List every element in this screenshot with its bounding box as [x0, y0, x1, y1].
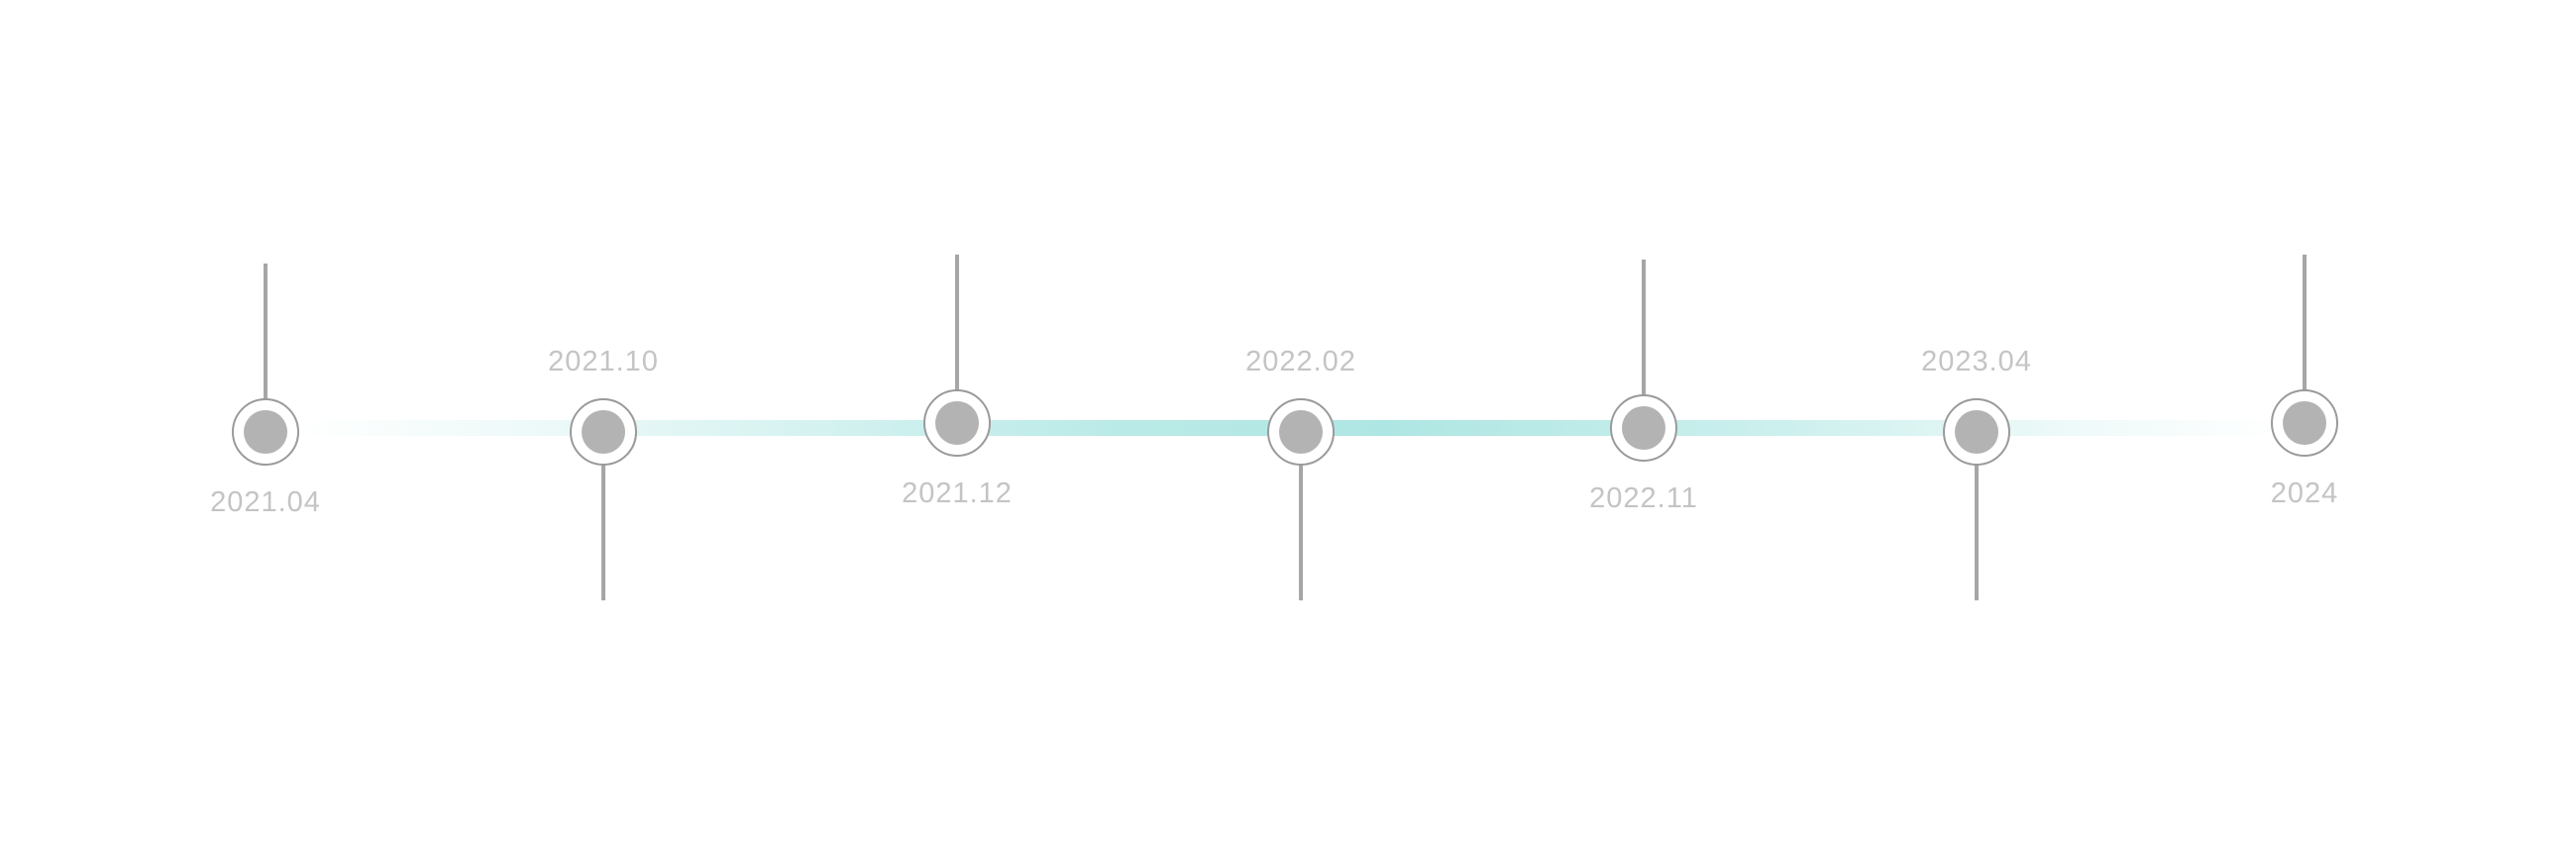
milestone-marker	[923, 389, 991, 457]
milestone-label: 2022.02	[1245, 346, 1356, 377]
milestone-dot	[935, 401, 979, 445]
milestone-dot	[2283, 401, 2326, 445]
milestone-stem	[955, 255, 959, 423]
milestone-marker	[232, 398, 299, 466]
milestone-stem	[1299, 432, 1303, 600]
milestone-dot	[1622, 406, 1665, 450]
milestone-label: 2023.04	[1921, 346, 2032, 377]
milestone-marker	[1943, 398, 2010, 466]
milestone-marker	[1610, 394, 1677, 462]
milestone-stem	[1975, 432, 1979, 600]
milestone-stem	[2303, 255, 2307, 423]
milestone-label: 2021.04	[210, 486, 321, 518]
milestone-label: 2021.12	[902, 478, 1013, 509]
milestone-label: 2024	[2270, 478, 2339, 509]
milestone-marker	[1267, 398, 1335, 466]
milestone-marker	[2271, 389, 2338, 457]
milestone-stem	[264, 264, 268, 432]
milestone-stem	[601, 432, 605, 600]
milestone-dot	[1955, 410, 1998, 454]
milestone-label: 2021.10	[548, 346, 659, 377]
milestone-dot	[244, 410, 287, 454]
milestone-stem	[1642, 260, 1646, 428]
milestone-marker	[570, 398, 637, 466]
milestone-label: 2022.11	[1589, 482, 1698, 514]
milestone-dot	[1279, 410, 1323, 454]
milestone-dot	[582, 410, 625, 454]
